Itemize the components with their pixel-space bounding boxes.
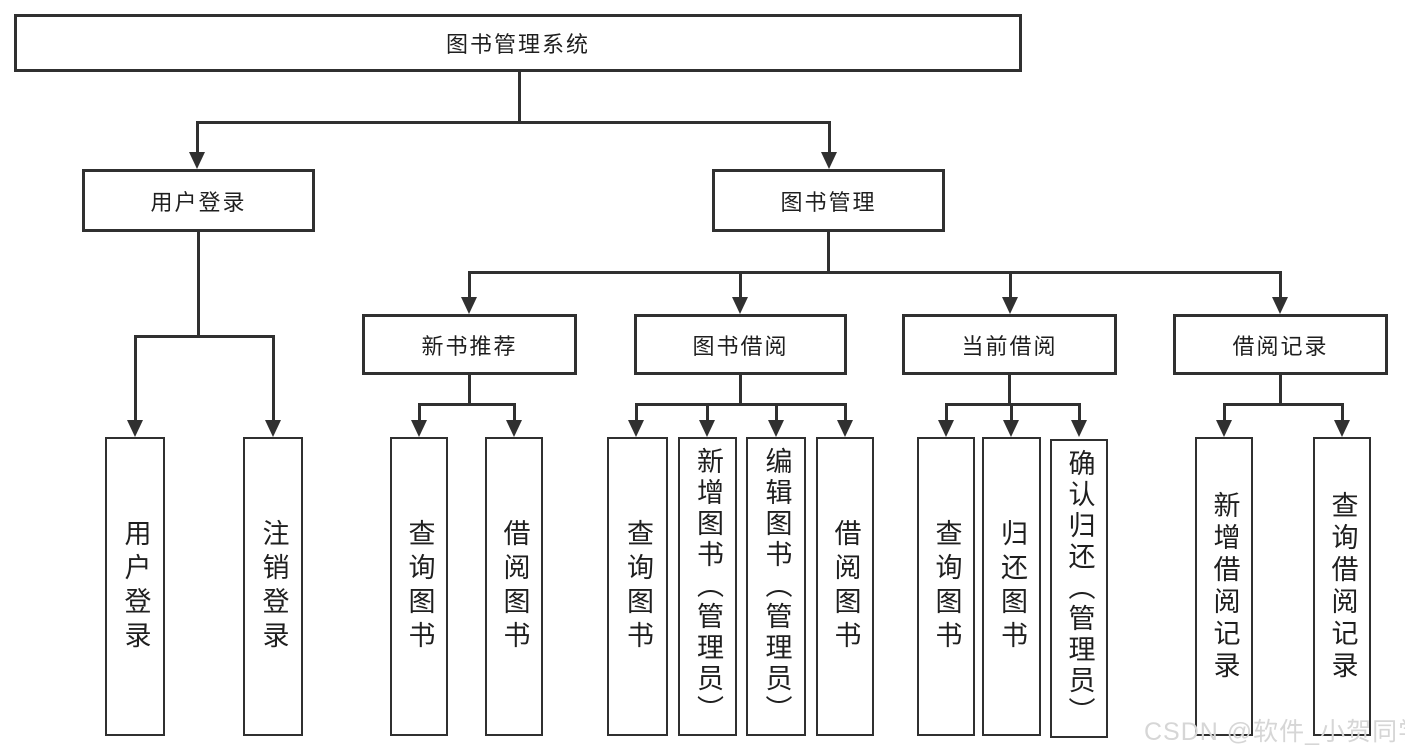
node-borrow-record-label: 借阅记录 — [1232, 333, 1329, 359]
arrow-down-icon — [1334, 420, 1350, 437]
connector-line — [739, 375, 742, 406]
leaf-borrow-borrow-book: 借阅图书 — [816, 437, 874, 736]
node-book-borrow: 图书借阅 — [634, 314, 847, 375]
leaf-newbook-query-book: 查询图书 — [390, 437, 448, 736]
connector-line — [468, 271, 1282, 274]
connector-line — [134, 335, 137, 422]
leaf-newbook-borrow-book-label: 借阅图书 — [499, 518, 530, 655]
leaf-record-add-record-label: 新增借阅记录 — [1209, 490, 1240, 683]
leaf-record-query-record: 查询借阅记录 — [1313, 437, 1371, 736]
arrow-down-icon — [1003, 420, 1019, 437]
leaf-logout: 注销登录 — [243, 437, 303, 736]
leaf-borrow-add-book-admin-label: 新增图书（管理员） — [693, 447, 723, 726]
connector-line — [468, 271, 471, 300]
connector-line — [775, 403, 778, 422]
node-root: 图书管理系统 — [14, 14, 1022, 72]
connector-line — [1078, 403, 1081, 422]
arrow-down-icon — [411, 420, 427, 437]
connector-line — [1223, 403, 1226, 422]
connector-line — [635, 403, 846, 406]
connector-line — [418, 403, 516, 406]
connector-line — [945, 403, 948, 422]
leaf-current-confirm-return-admin: 确认归还（管理员） — [1050, 439, 1108, 738]
node-current-borrow: 当前借阅 — [902, 314, 1117, 375]
arrow-down-icon — [265, 420, 281, 437]
node-new-book-recommend: 新书推荐 — [362, 314, 577, 375]
leaf-borrow-borrow-book-label: 借阅图书 — [830, 518, 861, 655]
connector-line — [1009, 271, 1012, 300]
arrow-down-icon — [699, 420, 715, 437]
leaf-borrow-edit-book-admin-label: 编辑图书（管理员） — [761, 447, 792, 726]
arrow-down-icon — [1216, 420, 1232, 437]
connector-line — [468, 375, 471, 406]
arrow-down-icon — [821, 152, 837, 169]
node-borrow-record: 借阅记录 — [1173, 314, 1388, 375]
connector-line — [828, 121, 831, 154]
arrow-down-icon — [1002, 297, 1018, 314]
arrow-down-icon — [732, 297, 748, 314]
arrow-down-icon — [189, 152, 205, 169]
arrow-down-icon — [127, 420, 143, 437]
leaf-current-return-book-label: 归还图书 — [997, 518, 1027, 655]
connector-line — [945, 403, 1081, 406]
node-user-login: 用户登录 — [82, 169, 315, 232]
leaf-record-add-record: 新增借阅记录 — [1195, 437, 1253, 736]
leaf-borrow-add-book-admin: 新增图书（管理员） — [678, 437, 737, 736]
connector-line — [518, 72, 521, 123]
connector-line — [196, 121, 831, 124]
node-user-login-label: 用户登录 — [150, 189, 247, 215]
connector-line — [1279, 271, 1282, 300]
arrow-down-icon — [506, 420, 522, 437]
connector-line — [196, 121, 199, 154]
connector-line — [1010, 403, 1013, 422]
leaf-user-login-label: 用户登录 — [120, 518, 151, 655]
node-book-management: 图书管理 — [712, 169, 945, 232]
arrow-down-icon — [768, 420, 784, 437]
node-book-management-label: 图书管理 — [780, 189, 877, 215]
arrow-down-icon — [1071, 420, 1087, 437]
connector-line — [418, 403, 421, 422]
node-current-borrow-label: 当前借阅 — [961, 333, 1058, 359]
leaf-newbook-query-book-label: 查询图书 — [404, 518, 435, 655]
arrow-down-icon — [628, 420, 644, 437]
connector-line — [827, 232, 830, 273]
leaf-current-confirm-return-admin-label: 确认归还（管理员） — [1064, 449, 1095, 728]
connector-line — [739, 271, 742, 300]
leaf-current-query-book: 查询图书 — [917, 437, 975, 736]
connector-line — [635, 403, 638, 422]
connector-line — [197, 232, 200, 337]
leaf-current-return-book: 归还图书 — [982, 437, 1041, 736]
leaf-user-login: 用户登录 — [105, 437, 165, 736]
connector-line — [706, 403, 709, 422]
leaf-logout-label: 注销登录 — [258, 518, 289, 655]
connector-line — [513, 403, 516, 422]
leaf-record-query-record-label: 查询借阅记录 — [1327, 490, 1358, 683]
arrow-down-icon — [1272, 297, 1288, 314]
connector-line — [272, 335, 275, 422]
watermark-text: CSDN @软件_小贺同学 — [1144, 718, 1405, 746]
connector-line — [844, 403, 847, 422]
connector-line — [134, 335, 275, 338]
leaf-current-query-book-label: 查询图书 — [931, 518, 962, 655]
arrow-down-icon — [461, 297, 477, 314]
node-new-book-recommend-label: 新书推荐 — [421, 333, 518, 359]
leaf-borrow-query-book-label: 查询图书 — [623, 518, 653, 655]
connector-line — [1341, 403, 1344, 422]
arrow-down-icon — [837, 420, 853, 437]
connector-line — [1223, 403, 1344, 406]
leaf-newbook-borrow-book: 借阅图书 — [485, 437, 543, 736]
node-book-borrow-label: 图书借阅 — [692, 333, 789, 359]
connector-line — [1279, 375, 1282, 406]
connector-line — [1008, 375, 1011, 406]
node-root-label: 图书管理系统 — [445, 32, 590, 57]
arrow-down-icon — [938, 420, 954, 437]
leaf-borrow-query-book: 查询图书 — [607, 437, 668, 736]
leaf-borrow-edit-book-admin: 编辑图书（管理员） — [746, 437, 806, 736]
